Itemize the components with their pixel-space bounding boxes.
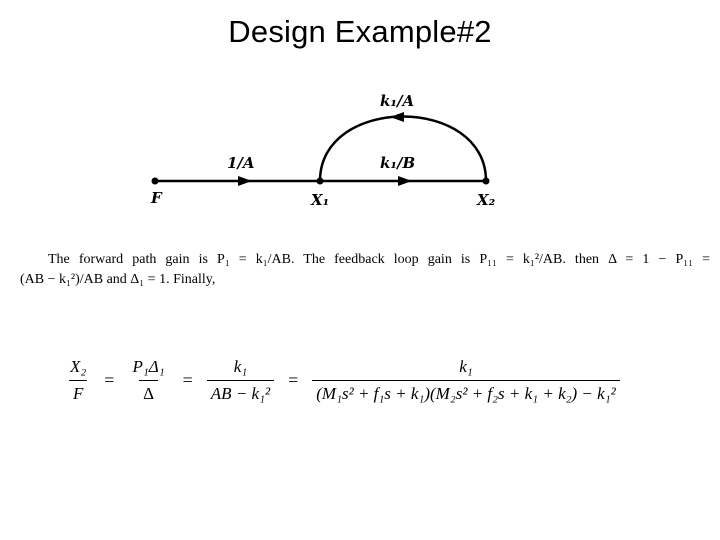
- node-x1: [316, 177, 324, 185]
- equals-sign: =: [182, 370, 193, 390]
- term2-numerator: k₁: [233, 357, 248, 376]
- term3-numerator: k₁: [459, 357, 473, 376]
- term1-fraction: P₁Δ₁ Δ: [128, 357, 168, 404]
- node-x2: [482, 177, 490, 185]
- feedback-branch-arrow: [390, 112, 404, 122]
- transfer-function-equation: X₂ F = P₁Δ₁ Δ = k₁ AB − k₁² = k₁ (M₁s² +…: [62, 357, 624, 404]
- term3-fraction: k₁ (M₁s² + f₁s + k₁)(M₂s² + f₂s + k₁ + k…: [312, 357, 620, 404]
- node-x1-label: X₁: [310, 191, 329, 209]
- node-f-label: F: [150, 189, 163, 207]
- lhs-numerator: X₂: [70, 357, 87, 376]
- input-gain-label: 1/A: [227, 154, 255, 172]
- equals-sign: =: [288, 370, 299, 390]
- lhs-fraction: X₂ F: [66, 357, 90, 404]
- forward-branch-arrow: [398, 176, 412, 186]
- equals-sign: =: [104, 370, 115, 390]
- input-branch-arrow: [238, 176, 252, 186]
- term1-numerator: P₁Δ₁: [132, 357, 165, 376]
- lhs-denominator: F: [68, 380, 88, 404]
- feedback-gain-label: k₁/A: [380, 92, 414, 110]
- node-x2-label: X₂: [476, 191, 496, 209]
- explanation-line-2: (AB − k₁²)/AB and Δ₁ = 1. Finally,: [20, 272, 216, 287]
- explanation-line-1: The forward path gain is P₁ = k₁/AB. The…: [48, 252, 710, 267]
- forward-gain-label: k₁/B: [380, 154, 415, 172]
- explanation-paragraph: The forward path gain is P₁ = k₁/AB. The…: [20, 250, 710, 290]
- slide-title: Design Example#2: [228, 14, 492, 49]
- term2-denominator: AB − k₁²: [206, 380, 275, 404]
- node-f: [151, 177, 159, 185]
- term3-denominator: (M₁s² + f₁s + k₁)(M₂s² + f₂s + k₁ + k₂) …: [312, 380, 620, 404]
- term2-fraction: k₁ AB − k₁²: [206, 357, 275, 404]
- term1-denominator: Δ: [139, 380, 159, 404]
